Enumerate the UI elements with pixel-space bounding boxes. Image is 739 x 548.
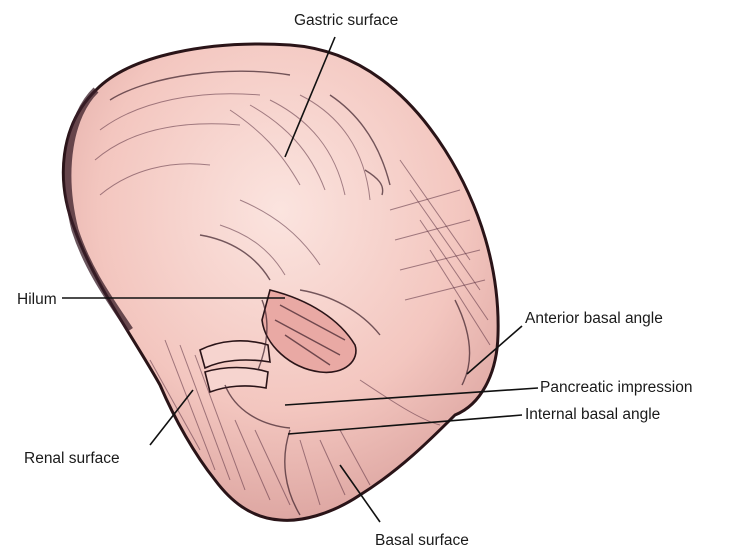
spleen-illustration — [63, 44, 498, 520]
label-renal-surface: Renal surface — [24, 450, 120, 467]
spleen-outline — [63, 44, 498, 520]
label-pancreatic-impression: Pancreatic impression — [540, 379, 692, 396]
label-anterior-basal-angle: Anterior basal angle — [525, 310, 663, 327]
label-internal-basal-angle: Internal basal angle — [525, 406, 660, 423]
label-gastric-surface: Gastric surface — [294, 12, 398, 29]
label-basal-surface: Basal surface — [375, 532, 469, 548]
label-hilum: Hilum — [17, 291, 57, 308]
